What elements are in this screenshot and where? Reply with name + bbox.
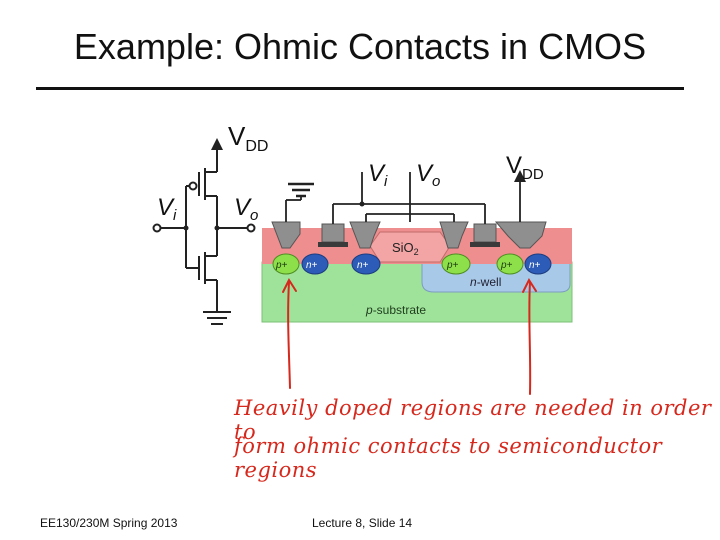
annotation-arrow-left bbox=[287, 281, 291, 389]
p-plus-diffusion-2 bbox=[441, 253, 471, 275]
schematic-vdd-label: VDD bbox=[228, 121, 268, 155]
p-plus-diffusion-1 bbox=[272, 253, 300, 275]
xsec-vdd-label: VDD bbox=[506, 152, 544, 183]
xsec-vi-label: Vi bbox=[368, 160, 388, 190]
footer-slide-number: Lecture 8, Slide 14 bbox=[312, 516, 413, 530]
p-plus-label-1: p+ bbox=[275, 260, 288, 271]
annotation-arrow-right bbox=[528, 281, 532, 395]
metal-contact-4 bbox=[494, 221, 547, 249]
metal-contact-2 bbox=[349, 221, 381, 249]
n-plus-diffusion-1 bbox=[301, 253, 329, 275]
title-underline bbox=[36, 87, 684, 90]
annotation-line-1: Heavily doped regions are needed in orde… bbox=[234, 396, 712, 444]
n-plus-label-3: n+ bbox=[529, 260, 541, 271]
metal-contact-1 bbox=[271, 221, 301, 249]
pmos-gate-poly bbox=[473, 223, 497, 243]
sio2-label: SiO2 bbox=[392, 240, 419, 257]
annotation-arrows bbox=[282, 277, 537, 395]
p-plus-label-2: p+ bbox=[446, 260, 459, 271]
p-plus-diffusion-3 bbox=[496, 253, 524, 275]
inverter-schematic bbox=[152, 138, 256, 325]
n-well-label: n-well bbox=[470, 275, 501, 289]
footer-course: EE130/230M Spring 2013 bbox=[40, 516, 178, 530]
input-node-dot bbox=[183, 225, 189, 231]
p-substrate-label: p-substrate bbox=[365, 303, 426, 317]
nmos-gate-poly bbox=[321, 223, 345, 243]
schematic-vi-label: Vi bbox=[157, 194, 177, 224]
nmos-gate-oxide bbox=[318, 242, 348, 247]
n-plus-label-1: n+ bbox=[306, 260, 318, 271]
metal-contact-3 bbox=[439, 221, 469, 249]
schematic-vo-label: Vo bbox=[234, 194, 258, 224]
output-node-dot bbox=[214, 225, 220, 231]
cmos-cross-section bbox=[261, 170, 573, 323]
n-plus-diffusion-3 bbox=[524, 253, 552, 275]
pmos-gate-oxide bbox=[470, 242, 500, 247]
n-plus-label-2: n+ bbox=[357, 260, 369, 271]
annotation-line-2: form ohmic contacts to semiconductor reg… bbox=[234, 434, 663, 482]
slide-title: Example: Ohmic Contacts in CMOS bbox=[73, 26, 647, 67]
vdd-arrow bbox=[514, 170, 526, 182]
xsec-vo-label: Vo bbox=[416, 160, 440, 190]
p-plus-label-3: p+ bbox=[500, 260, 513, 271]
n-plus-diffusion-2 bbox=[351, 253, 381, 275]
